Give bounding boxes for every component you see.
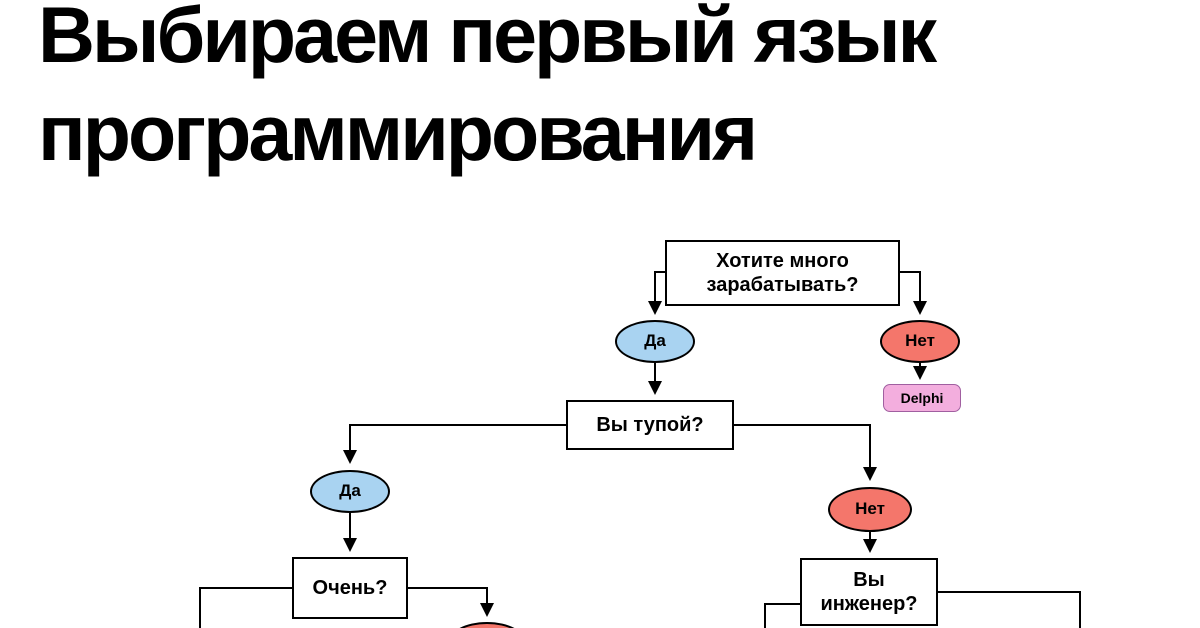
node-question-engineer-label: Вы инженер? <box>820 569 918 615</box>
connector-engineer-right <box>938 591 1081 628</box>
connector-earn-to-no <box>900 271 927 315</box>
node-answer-yes-2-label: Да <box>339 481 361 501</box>
node-answer-no-1: Нет <box>880 320 960 363</box>
node-answer-no-2: Нет <box>828 487 912 532</box>
connector-earn-to-yes <box>648 271 665 315</box>
node-result-delphi-label: Delphi <box>900 389 944 406</box>
node-result-delphi: Delphi <box>883 384 961 412</box>
connector-engineer-left <box>764 603 800 628</box>
connector-very-left <box>199 587 292 628</box>
node-question-earn: Хотите много зарабатывать? <box>665 240 900 306</box>
connector-stupid-to-no <box>734 424 877 481</box>
page-title: Выбираем первый язык программирования <box>38 0 937 182</box>
node-question-very-label: Очень? <box>312 577 388 599</box>
node-answer-yes-1-label: Да <box>644 331 666 351</box>
node-answer-no-1-label: Нет <box>905 331 935 351</box>
title-line-1: Выбираем первый язык <box>38 0 937 79</box>
node-question-stupid-label: Вы тупой? <box>596 414 704 436</box>
node-question-earn-label: Хотите много зарабатывать? <box>706 250 859 296</box>
node-answer-yes-2: Да <box>310 470 390 513</box>
title-line-2: программирования <box>38 88 758 177</box>
node-answer-no-2-label: Нет <box>855 499 885 519</box>
connector-stupid-to-yes <box>343 424 566 464</box>
node-question-very: Очень? <box>292 557 408 619</box>
node-answer-yes-1: Да <box>615 320 695 363</box>
connector-very-right <box>408 587 494 617</box>
node-question-engineer: Вы инженер? <box>800 558 938 626</box>
node-answer-partial-cutoff <box>447 622 527 628</box>
node-question-stupid: Вы тупой? <box>566 400 734 450</box>
